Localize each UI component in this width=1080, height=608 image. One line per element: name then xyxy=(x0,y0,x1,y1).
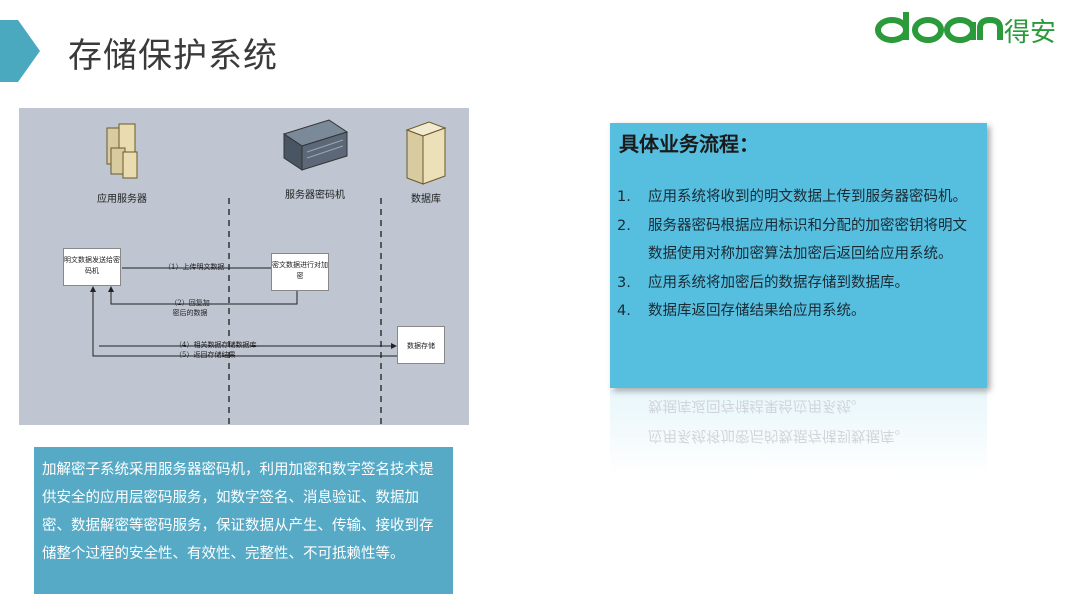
flow-item-text: 应用系统将加密后的数据存储到数据库。 xyxy=(648,274,909,291)
flow-item-number: 3. xyxy=(617,274,631,291)
flow-box-reflection: 数据库返回存储结果给应用系统。 应用系统将加密后的数据存储到数据库。 xyxy=(610,390,987,475)
flow-item: 1. 应用系统将收到的明文数据上传到服务器密码机。 xyxy=(610,183,987,212)
flow-item-text: 服务器密码根据应用标识和分配的加密密钥将明文数据使用对称加密算法加密后返回给应用… xyxy=(648,217,967,263)
message-2-label: （2）回复加密后的数据 xyxy=(170,299,210,317)
flow-item-number: 1. xyxy=(617,189,631,205)
logo-chinese-text: 得安 xyxy=(1004,18,1057,48)
send-plaintext-box: 明文数据发送给密码机 xyxy=(63,248,121,286)
description-box: 加解密子系统采用服务器密码机，利用加密和数字签名技术提供安全的应用层密码服务，如… xyxy=(34,447,453,594)
crypto-server-icon xyxy=(282,119,349,171)
flow-list: 1. 应用系统将收到的明文数据上传到服务器密码机。 2. 服务器密码根据应用标识和分… xyxy=(610,183,987,326)
sequence-diagram: 应用服务器 服务器密码机 数据库 明文数据发送给密码机 密文数据进行对加密 数据… xyxy=(19,108,469,425)
reflection-line-4: 数据库返回存储结果给应用系统。 xyxy=(648,397,866,413)
database-label: 数据库 xyxy=(411,194,441,205)
flow-item: 3. 应用系统将加密后的数据存储到数据库。 xyxy=(610,269,987,298)
flow-item-text: 应用系统将收到的明文数据上传到服务器密码机。 xyxy=(648,189,967,205)
page-title: 存储保护系统 xyxy=(68,36,278,76)
reflection-gradient xyxy=(610,390,987,475)
database-icon xyxy=(405,121,447,185)
flow-item: 2. 服务器密码根据应用标识和分配的加密密钥将明文数据使用对称加密算法加密后返回给… xyxy=(610,212,987,269)
message-4-label: （4）相关数据存储数据库 xyxy=(175,341,257,349)
encrypt-box: 密文数据进行对加密 xyxy=(271,253,329,291)
crypto-server-label: 服务器密码机 xyxy=(285,190,345,201)
title-chevron-icon xyxy=(0,20,40,82)
app-server-label: 应用服务器 xyxy=(97,194,147,205)
flow-item-number: 2. xyxy=(617,217,631,234)
reflection-line-3: 应用系统将加密后的数据存储到数据库。 xyxy=(648,427,909,443)
flow-item: 4. 数据库返回存储结果给应用系统。 xyxy=(610,297,987,326)
dean-logo xyxy=(875,12,1003,43)
flow-title: 具体业务流程： xyxy=(619,132,759,156)
data-store-box: 数据存储 xyxy=(397,326,445,364)
message-5-label: （5）返回存储结果 xyxy=(175,351,236,359)
diagram-lines xyxy=(90,119,447,425)
flow-item-number: 4. xyxy=(617,303,631,319)
business-flow-box: 具体业务流程： 1. 应用系统将收到的明文数据上传到服务器密码机。 2. 服务器密码… xyxy=(610,123,987,388)
message-1-label: （1）上传明文数据 xyxy=(164,263,225,271)
app-server-icon xyxy=(106,123,138,179)
flow-item-text: 数据库返回存储结果给应用系统。 xyxy=(648,303,866,319)
